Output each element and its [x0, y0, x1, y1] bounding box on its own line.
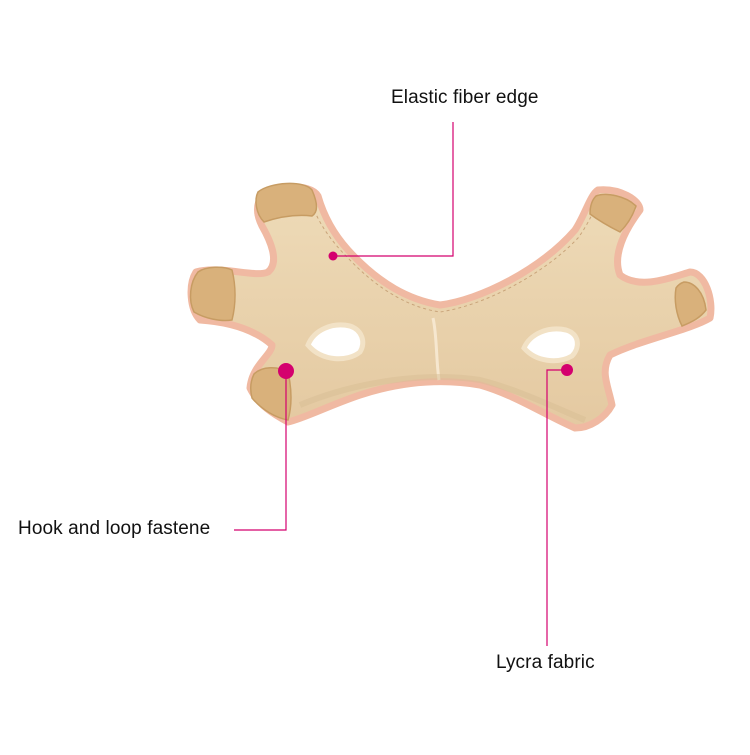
callout-dot-elastic [328, 251, 338, 261]
velcro-tab-bottom-left [249, 367, 292, 421]
ear-hole-right [521, 326, 580, 364]
callout-line-hook [234, 372, 287, 531]
elastic-fiber-edge-label: Elastic fiber edge [391, 87, 539, 108]
velcro-tab-top-right [589, 193, 637, 233]
callout-line-elastic [334, 122, 454, 257]
lycra-fabric-label: Lycra fabric [496, 652, 595, 673]
callout-dot-lycra [561, 364, 573, 376]
velcro-tab-right [674, 281, 707, 327]
chin-shadow [298, 374, 587, 423]
mask-body [187, 183, 715, 432]
velcro-tab-top-left [255, 182, 318, 223]
hook-and-loop-label: Hook and loop fastene [18, 518, 211, 539]
ear-hole-left [305, 322, 366, 362]
velcro-tab-left [189, 266, 236, 322]
callout-line-lycra [546, 369, 567, 646]
callout-dot-hook [278, 363, 294, 379]
edge-stitching [267, 196, 603, 313]
